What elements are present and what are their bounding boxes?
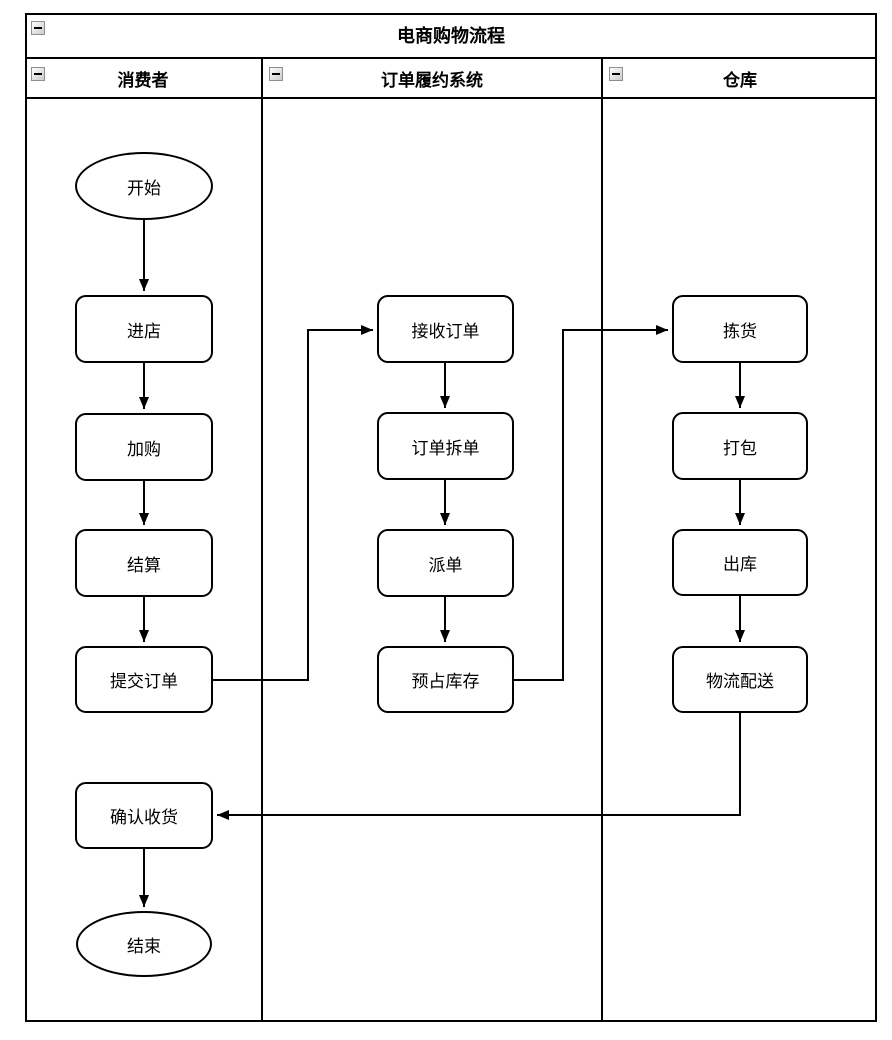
lane-label: 仓库 [723, 70, 757, 90]
lane-header-fulfillment[interactable]: 订单履约系统 [263, 59, 601, 97]
minus-glyph [34, 27, 42, 29]
node-reserve-stock[interactable]: 预占库存 [377, 646, 514, 713]
title-divider-line [25, 57, 877, 59]
minus-glyph [34, 73, 42, 75]
lane-warehouse-collapse-icon[interactable] [609, 67, 623, 81]
pool-collapse-icon[interactable] [31, 21, 45, 35]
pool-titlebar[interactable]: 电商购物流程 [25, 13, 877, 57]
node-logistics-delivery[interactable]: 物流配送 [672, 646, 808, 713]
node-outbound[interactable]: 出库 [672, 529, 808, 596]
node-receive-order[interactable]: 接收订单 [377, 295, 514, 363]
edge-reserve-stock-to-pick[interactable] [513, 325, 668, 681]
pool-title: 电商购物流程 [397, 26, 505, 46]
node-add-to-cart[interactable]: 加购 [75, 413, 213, 481]
node-checkout[interactable]: 结算 [75, 529, 213, 597]
node-enter-store[interactable]: 进店 [75, 295, 213, 363]
lane-divider-2 [601, 57, 603, 1022]
node-pick-goods[interactable]: 拣货 [672, 295, 808, 363]
edge-submit-order-to-receive-order[interactable] [213, 325, 373, 681]
minus-glyph [272, 73, 280, 75]
lane-label: 订单履约系统 [381, 70, 483, 90]
node-pack-goods[interactable]: 打包 [672, 412, 808, 480]
lane-label: 消费者 [117, 70, 169, 90]
lane-header-consumer[interactable]: 消费者 [25, 59, 261, 97]
edge-logistics-to-confirm-receipt[interactable] [217, 713, 741, 820]
minus-glyph [612, 73, 620, 75]
node-confirm-receipt[interactable]: 确认收货 [75, 782, 213, 849]
node-split-order[interactable]: 订单拆单 [377, 412, 514, 480]
lane-consumer-collapse-icon[interactable] [31, 67, 45, 81]
node-end[interactable]: 结束 [76, 911, 212, 977]
node-submit-order[interactable]: 提交订单 [75, 646, 213, 713]
lane-fulfillment-collapse-icon[interactable] [269, 67, 283, 81]
node-dispatch-order[interactable]: 派单 [377, 529, 514, 597]
lane-divider-1 [261, 57, 263, 1022]
node-start[interactable]: 开始 [75, 152, 213, 220]
lane-header-warehouse[interactable]: 仓库 [603, 59, 877, 97]
lane-header-divider-line [25, 97, 877, 99]
